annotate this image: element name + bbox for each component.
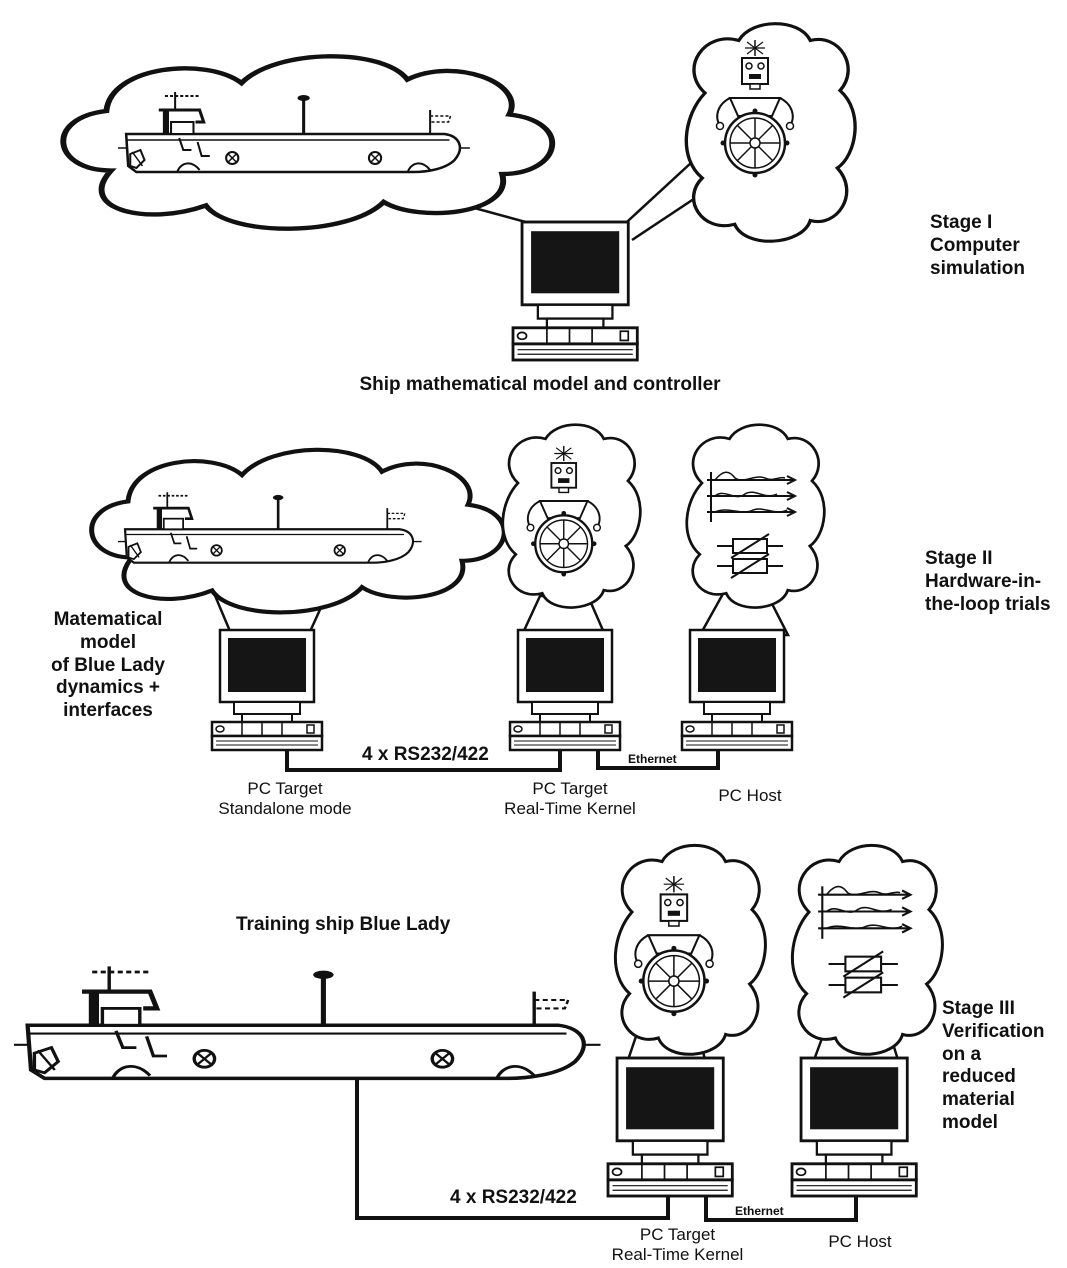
stage1-caption: Ship mathematical model and controller [359, 374, 721, 395]
stage3-pc-target [606, 1056, 734, 1198]
stage2-ethernet-cable [596, 750, 720, 770]
stage2-pc-target [508, 628, 622, 752]
stage2-pc-standalone [210, 628, 324, 752]
stage2-pc-host [680, 628, 794, 752]
stage3-plots-cloud [790, 843, 944, 1056]
stage2-ethernet-label: Ethernet [628, 752, 677, 766]
stage1-group [63, 21, 857, 362]
stage1-label: Stage I Computer simulation [930, 212, 1026, 279]
stage3-pc-host [790, 1056, 918, 1198]
stage3-pc-host-label: PC Host [828, 1232, 892, 1251]
stage2-label: Stage II Hardware-in- the-loop trials [925, 548, 1051, 615]
stage3-ship-title: Training ship Blue Lady [236, 914, 451, 935]
stage2-model-label: Matematical model of Blue Lady dynamics … [50, 609, 165, 722]
stage1-computer-icon [511, 220, 639, 362]
stage2-serial-label: 4 x RS232/422 [362, 744, 489, 765]
stage3-group [14, 843, 944, 1222]
stage3-serial-cable [355, 1080, 670, 1220]
stage2-pc-target-label: PC Target Real-Time Kernel [504, 779, 636, 819]
stage3-ethernet-cable [704, 1196, 858, 1222]
stage3-ship-icon [14, 966, 601, 1078]
stage2-serial-cable [285, 750, 562, 772]
stage2-pc-host-label: PC Host [718, 786, 782, 805]
stage3-pc-target-label: PC Target Real-Time Kernel [611, 1225, 744, 1265]
stage2-pc-standalone-label: PC Target Standalone mode [218, 779, 352, 819]
stage3-serial-label: 4 x RS232/422 [450, 1187, 577, 1208]
stage2-plots-cloud [685, 423, 826, 609]
stage3-ethernet-label: Ethernet [735, 1204, 784, 1218]
stage2-group [92, 423, 826, 772]
stage3-label: Stage III Verification on a reduced mate… [942, 998, 1045, 1133]
